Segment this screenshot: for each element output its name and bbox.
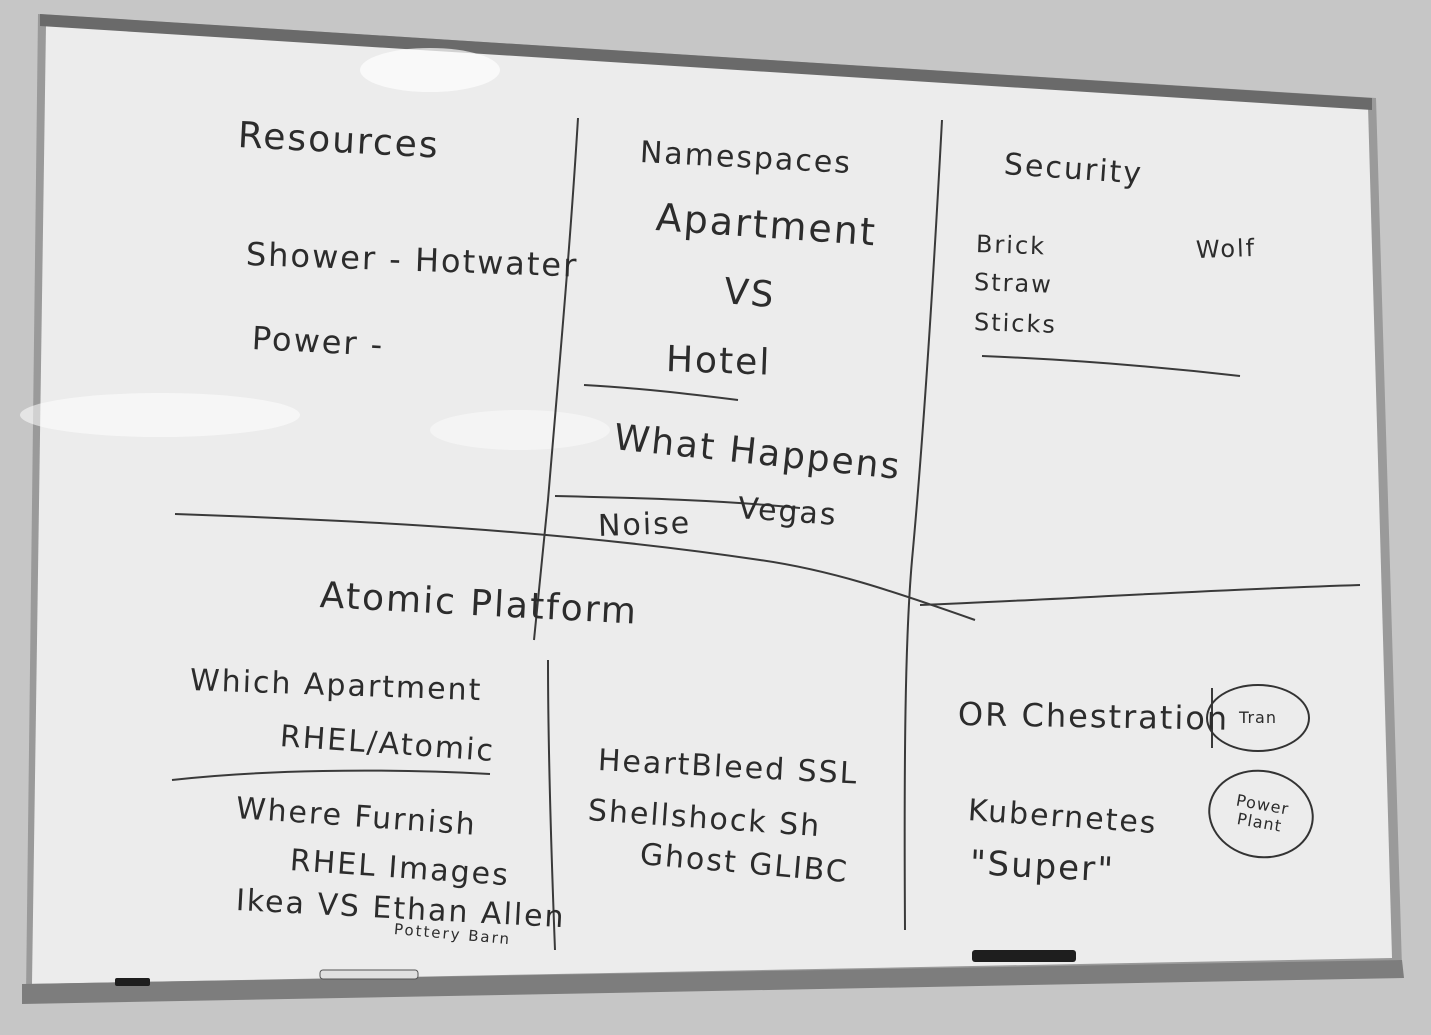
eraser <box>972 950 1076 962</box>
tran-circle: Tran <box>1206 684 1310 752</box>
divider-line <box>533 117 579 641</box>
marker <box>115 978 150 986</box>
divider-line <box>174 513 976 621</box>
security-item-1: Brick <box>975 230 1047 261</box>
namespaces-item-6: Noise <box>597 505 692 544</box>
underline <box>171 769 491 781</box>
namespaces-item-5: Vegas <box>736 491 839 533</box>
glare-top <box>360 48 500 92</box>
security-item-4: Wolf <box>1195 233 1257 264</box>
underline <box>583 384 739 401</box>
security-item-2: Straw <box>973 268 1054 299</box>
divider-line <box>903 119 943 931</box>
resources-item-2: Power - <box>251 319 386 364</box>
orch-item-1: OR Chestration <box>957 695 1230 738</box>
namespaces-item-2: VS <box>722 271 778 317</box>
underline <box>554 495 801 509</box>
board-surface <box>32 24 1392 984</box>
glare-left <box>20 393 300 437</box>
divider-line <box>547 659 556 951</box>
marker <box>319 969 419 980</box>
tran-label: Tran <box>1239 708 1277 728</box>
glare-mid <box>430 410 610 450</box>
power-plant-label: Power Plant <box>1234 791 1291 836</box>
underline <box>981 355 1241 377</box>
namespaces-item-3: Hotel <box>665 339 773 384</box>
divider-line <box>919 584 1361 606</box>
security-item-3: Sticks <box>973 308 1058 339</box>
orch-item-3: "Super" <box>968 843 1116 891</box>
marker-tray <box>22 960 1404 1004</box>
resources-title: Resources <box>236 115 441 167</box>
top-rail <box>40 14 1372 110</box>
